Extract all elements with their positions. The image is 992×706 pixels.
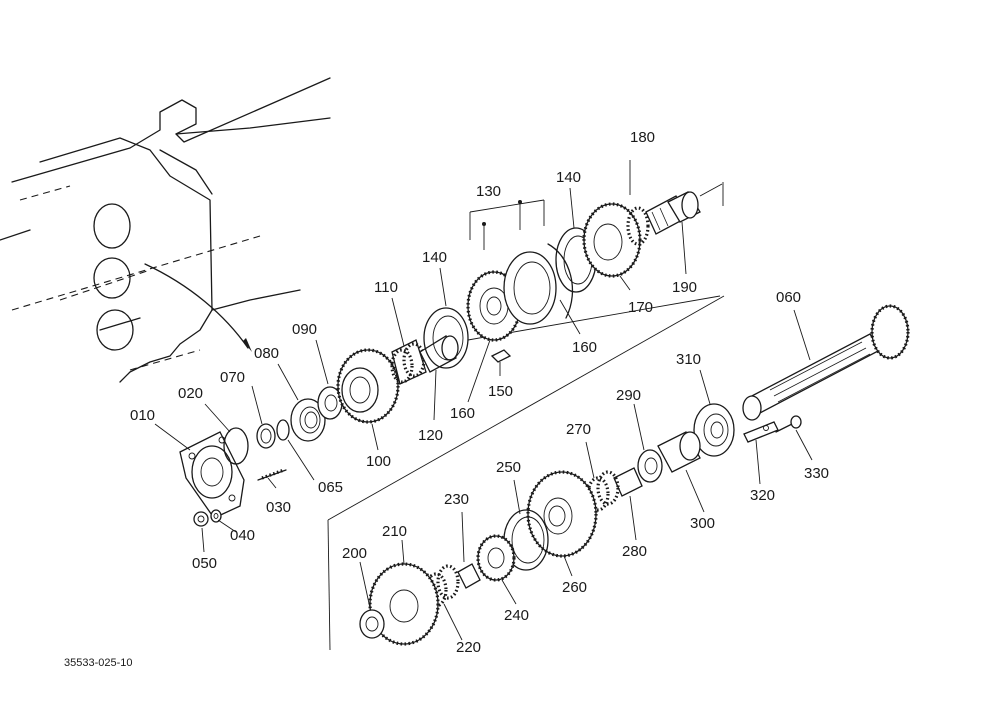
label-050: 050	[192, 555, 217, 572]
shaft-axis	[699, 183, 723, 197]
gear-210	[368, 562, 440, 646]
label-250: 250	[496, 459, 521, 476]
label-290: 290	[616, 387, 641, 404]
sleeve-160	[503, 251, 557, 325]
label-160a: 160	[450, 405, 475, 422]
bearing-080	[290, 398, 326, 442]
gear-170	[582, 202, 650, 278]
spacer-280	[613, 467, 643, 497]
label-010: 010	[130, 407, 155, 424]
label-320: 320	[750, 487, 775, 504]
label-310: 310	[676, 351, 701, 368]
label-065: 065	[318, 479, 343, 496]
washer-040	[210, 509, 222, 523]
bearing-310	[693, 403, 735, 457]
diagram-code: 35533-025-10	[64, 657, 133, 669]
label-170: 170	[628, 299, 653, 316]
transmission-housing	[0, 77, 331, 383]
label-230: 230	[444, 491, 469, 508]
label-150: 150	[488, 383, 513, 400]
label-080: 080	[254, 345, 279, 362]
o-ring-020	[223, 427, 249, 465]
label-210: 210	[382, 523, 407, 540]
label-280: 280	[622, 543, 647, 560]
label-070: 070	[220, 369, 245, 386]
label-060: 060	[776, 289, 801, 306]
label-030: 030	[266, 499, 291, 516]
label-200: 200	[342, 545, 367, 562]
label-040: 040	[230, 527, 255, 544]
label-140a: 140	[422, 249, 447, 266]
synchro-ring-140	[423, 307, 469, 369]
label-020: 020	[178, 385, 203, 402]
label-090: 090	[292, 321, 317, 338]
nut-050	[193, 511, 209, 527]
part-labels: 010 020 030 040 050 065 070 080 090 100 …	[64, 129, 829, 669]
housing-bore	[96, 309, 134, 351]
housing-bore	[93, 257, 131, 299]
shim-065	[276, 419, 290, 441]
stud-030	[257, 468, 287, 481]
seal-070	[256, 423, 276, 449]
label-100: 100	[366, 453, 391, 470]
gear-260	[526, 470, 598, 558]
housing-bore	[93, 203, 131, 249]
label-270: 270	[566, 421, 591, 438]
label-300: 300	[690, 515, 715, 532]
main-shaft-060	[742, 304, 910, 421]
bushing-300	[657, 431, 701, 473]
label-120: 120	[418, 427, 443, 444]
bushing-230	[457, 563, 481, 589]
label-140b: 140	[556, 169, 581, 186]
washer-200	[359, 609, 385, 639]
label-190: 190	[672, 279, 697, 296]
gear-240	[476, 534, 516, 582]
label-220: 220	[456, 639, 481, 656]
collar-290	[637, 449, 663, 483]
label-180: 180	[630, 129, 655, 146]
label-240: 240	[504, 607, 529, 624]
bushing-190	[667, 191, 701, 223]
bolt-330	[775, 415, 802, 433]
label-110: 110	[374, 279, 398, 296]
retainer-320	[743, 421, 779, 443]
spring-160	[547, 243, 574, 319]
label-330: 330	[804, 465, 829, 482]
label-160b: 160	[572, 339, 597, 356]
key-150	[490, 349, 512, 363]
front-cover-010	[179, 431, 245, 519]
leader-lines	[154, 187, 813, 641]
gear-100	[336, 348, 400, 424]
label-260: 260	[562, 579, 587, 596]
label-130: 130	[476, 183, 501, 200]
